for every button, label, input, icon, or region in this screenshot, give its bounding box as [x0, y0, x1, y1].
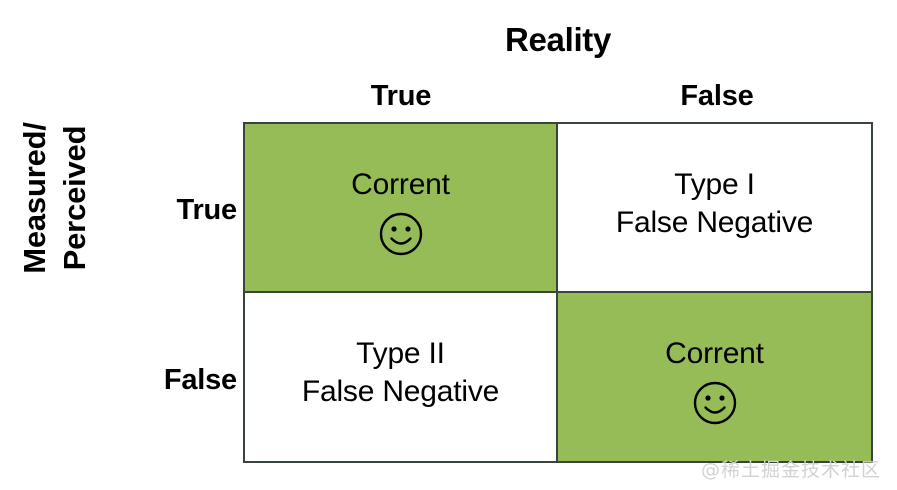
cell-false-true: Type II False Negative — [245, 292, 558, 461]
row-header-true: True — [176, 194, 238, 226]
cell-true-false: Type I False Negative — [558, 124, 871, 293]
row-header-false: False — [163, 364, 237, 396]
matrix-grid: Corrent Type I False Negative Type II Fa… — [243, 122, 873, 463]
smiley-face-icon — [693, 381, 736, 424]
top-axis-title: Reality — [504, 21, 612, 58]
cell-true-true: Corrent — [245, 124, 558, 293]
smiley-face-icon — [379, 212, 422, 256]
cell-false-true-label: Type II False Negative — [301, 336, 500, 408]
cell-true-true-label: Corrent — [351, 168, 450, 201]
cell-false-false-label: Corrent — [665, 336, 764, 370]
cell-true-false-label: Type I False Negative — [615, 168, 814, 239]
watermark: @稀土掘金技术社区 — [700, 459, 881, 481]
column-header-true: True — [370, 80, 432, 112]
column-header-false: False — [680, 80, 754, 112]
cell-false-false: Corrent — [558, 292, 871, 461]
